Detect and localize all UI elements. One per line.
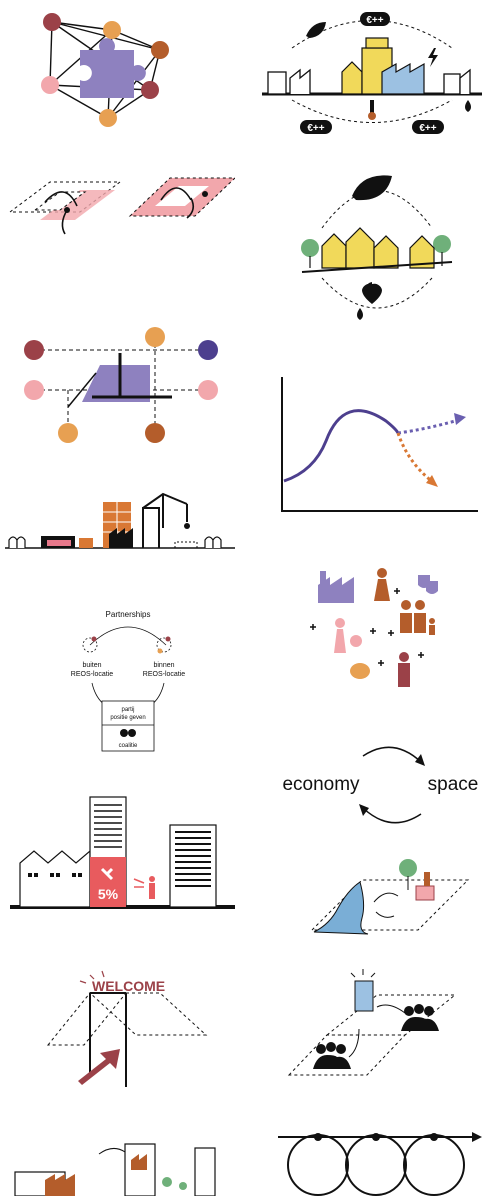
partnerships-diagram: Partnerships buiten REOS-locatie binnen … [71, 610, 186, 752]
energy-badge: €++ [300, 120, 332, 134]
lightning-icon [428, 48, 438, 67]
outside-label-line2: REOS-locatie [71, 671, 114, 678]
welcome-gate-diagram: WELCOME [46, 970, 208, 1087]
inside-label-line2: REOS-locatie [143, 671, 186, 678]
community-icons-diagram [310, 568, 438, 687]
crowds-building-diagram [287, 969, 457, 1076]
growth-curve-diagram [281, 377, 478, 512]
box-bottom: coalitie [119, 743, 138, 749]
svg-text:€++: €++ [307, 123, 324, 134]
leaf-icon [306, 22, 326, 38]
energy-badge: €++ [360, 12, 390, 26]
factories-transition-diagram [14, 1143, 216, 1196]
plot-exchange-diagram [8, 177, 235, 235]
inside-label-line1: binnen [153, 662, 174, 669]
outside-label-line1: buiten [82, 662, 101, 669]
economy-space-cycle-diagram: economy space [282, 746, 479, 824]
tower-sign: 5% [98, 886, 119, 902]
tower-five-percent-diagram: 5% [10, 796, 235, 909]
river-plot-diagram [310, 859, 470, 935]
stakeholder-balance-diagram [24, 327, 218, 443]
box-top-line2: positie geven [110, 715, 145, 721]
city-energy-cycle-diagram: €++ €++ €++ [262, 12, 482, 134]
economy-label: economy [282, 774, 360, 795]
energy-badge: €++ [412, 120, 444, 134]
industrial-skyline-diagram [5, 492, 235, 549]
welcome-sign: WELCOME [92, 978, 165, 994]
network-puzzle-diagram [41, 13, 169, 127]
leaf-icon [352, 175, 392, 201]
iterative-loops-diagram [278, 1132, 482, 1196]
water-drop-icon [465, 100, 471, 112]
thermometer-icon [368, 100, 376, 120]
partnerships-title: Partnerships [106, 610, 151, 619]
space-label: space [428, 774, 479, 795]
houses-nature-cycle-diagram [301, 175, 453, 320]
svg-text:€++: €++ [366, 15, 383, 26]
box-top-line1: partij [121, 707, 134, 713]
puzzle-piece-icon [80, 38, 146, 98]
theatre-masks-icon [418, 575, 438, 594]
wrench-icon [100, 867, 114, 881]
water-drop-icon [357, 308, 363, 320]
svg-text:€++: €++ [419, 123, 436, 134]
